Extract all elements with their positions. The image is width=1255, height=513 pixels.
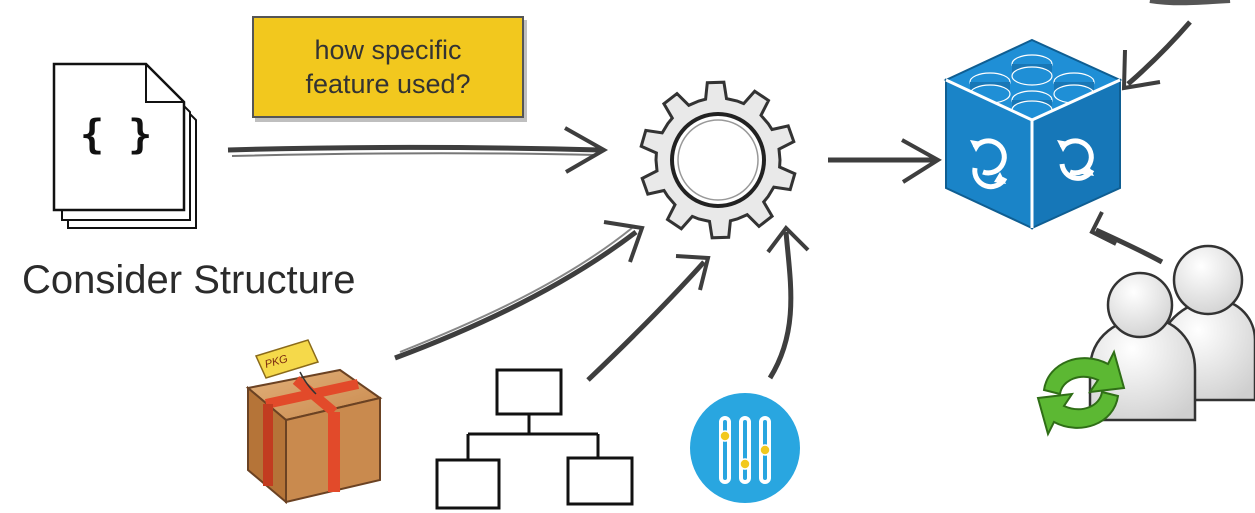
document-braces: { } <box>80 112 153 158</box>
users-icon <box>1088 244 1255 422</box>
org-chart-icon <box>435 368 634 510</box>
arrow-users-to-lego <box>1089 211 1164 265</box>
note-line-1: how specific <box>314 35 462 65</box>
arrow-orgchart-to-gear <box>586 254 711 382</box>
sliders-icon <box>690 393 800 503</box>
gear-icon <box>639 80 797 240</box>
arrow-top-right-to-lego <box>1121 0 1231 91</box>
consider-structure-caption: Consider Structure <box>22 258 356 302</box>
note-line-2: feature used? <box>305 69 471 99</box>
arrow-package-to-gear <box>394 220 645 361</box>
arrow-doc-to-gear <box>227 126 609 174</box>
package-icon <box>245 339 383 505</box>
refresh-icon <box>1036 349 1126 437</box>
lego-block-icon <box>943 38 1123 230</box>
question-sticky-note: how specific feature used? <box>252 16 524 118</box>
arrow-gear-to-lego <box>827 138 942 184</box>
arrow-sliders-to-gear <box>766 224 810 380</box>
document-icon <box>52 62 197 229</box>
